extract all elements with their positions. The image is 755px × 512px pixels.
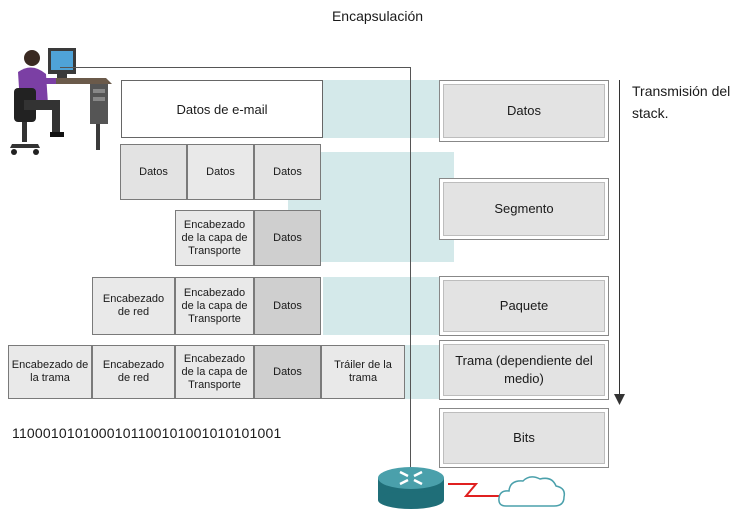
segment-data-box: Datos <box>120 144 187 200</box>
transport-header-box: Encabezado de la capa de Transporte <box>175 210 254 266</box>
diagram-title: Encapsulación <box>331 8 424 24</box>
data-box: Datos <box>254 210 321 266</box>
router-icon <box>378 467 444 509</box>
arrow-down-icon <box>614 394 625 405</box>
stack-transmission-label: Transmisión del stack. <box>632 83 731 121</box>
wan-link-icon <box>448 483 502 497</box>
email-data-box: Datos de e-mail <box>121 80 323 138</box>
bit-stream: 1100010101000101100101001010101001 <box>12 425 282 441</box>
band-network <box>323 277 440 335</box>
cloud-icon <box>498 476 566 507</box>
frame-header-box: Encabezado de la trama <box>8 345 92 399</box>
frame-trailer-box: Tráiler de la trama <box>321 345 405 399</box>
connection-line-vertical <box>410 67 411 472</box>
band-email <box>323 80 440 138</box>
layer-frame-box: Trama (dependiente del medio) <box>439 340 609 400</box>
transport-header-box: Encabezado de la capa de Transporte <box>175 345 254 399</box>
layer-segment-box: Segmento <box>439 178 609 240</box>
layer-packet-box: Paquete <box>439 276 609 336</box>
segment-data-box: Datos <box>187 144 254 200</box>
data-box: Datos <box>254 345 321 399</box>
data-box: Datos <box>254 277 321 335</box>
connection-line <box>60 67 411 68</box>
network-header-box: Encabezado de red <box>92 345 175 399</box>
layer-bits-box: Bits <box>439 408 609 468</box>
computer-user-icon <box>10 48 112 155</box>
network-header-box: Encabezado de red <box>92 277 175 335</box>
transport-header-box: Encabezado de la capa de Transporte <box>175 277 254 335</box>
stack-arrow-line <box>619 80 620 398</box>
layer-data-box: Datos <box>439 80 609 142</box>
segment-data-box: Datos <box>254 144 321 200</box>
